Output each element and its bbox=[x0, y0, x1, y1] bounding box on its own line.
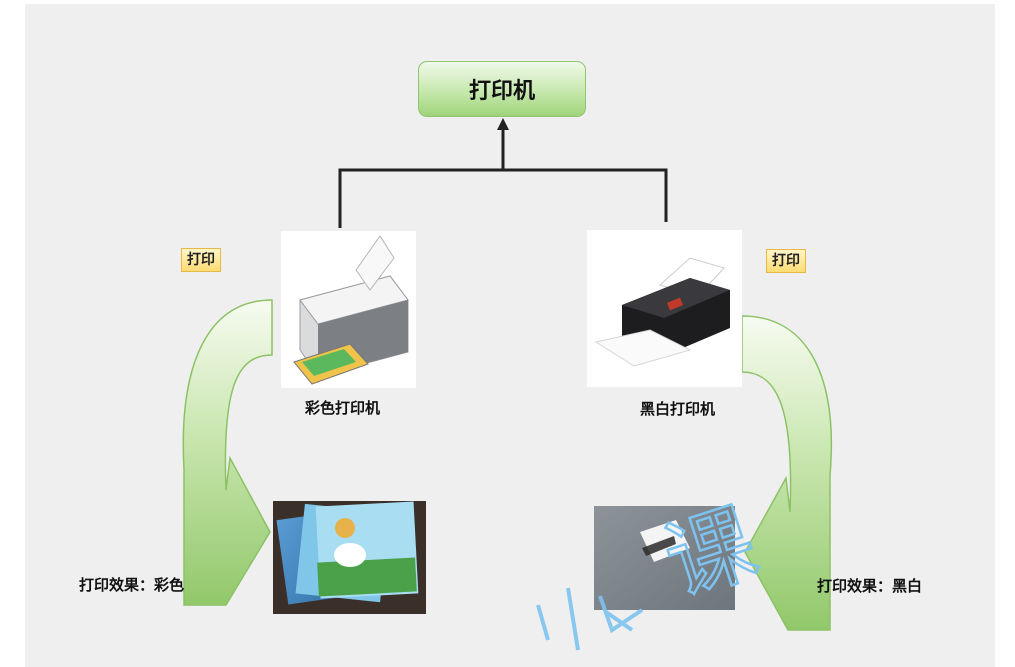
color-effect-label: 打印效果：彩色 bbox=[79, 576, 185, 594]
left-print-tag-label: 打印 bbox=[187, 252, 215, 268]
inheritance-connector bbox=[338, 126, 668, 228]
bw-paper-image bbox=[594, 506, 735, 610]
watermark-strokes bbox=[536, 587, 644, 651]
color-photos-image bbox=[273, 501, 426, 614]
left-curved-arrow bbox=[182, 299, 273, 606]
bw-printer-label: 黑白打印机 bbox=[640, 400, 716, 418]
right-print-tag: 打印 bbox=[766, 249, 806, 273]
left-print-tag: 打印 bbox=[181, 248, 221, 272]
color-printer-image bbox=[281, 231, 416, 388]
bw-effect-label: 打印效果：黑白 bbox=[817, 577, 923, 595]
right-curved-arrow bbox=[741, 315, 833, 631]
printer-root-node: 打印机 bbox=[418, 61, 586, 117]
right-print-tag-label: 打印 bbox=[772, 253, 800, 269]
printer-root-title: 打印机 bbox=[468, 79, 535, 104]
up-arrow-head bbox=[497, 118, 509, 130]
bw-printer-image bbox=[587, 230, 742, 387]
color-printer-label: 彩色打印机 bbox=[305, 399, 381, 417]
